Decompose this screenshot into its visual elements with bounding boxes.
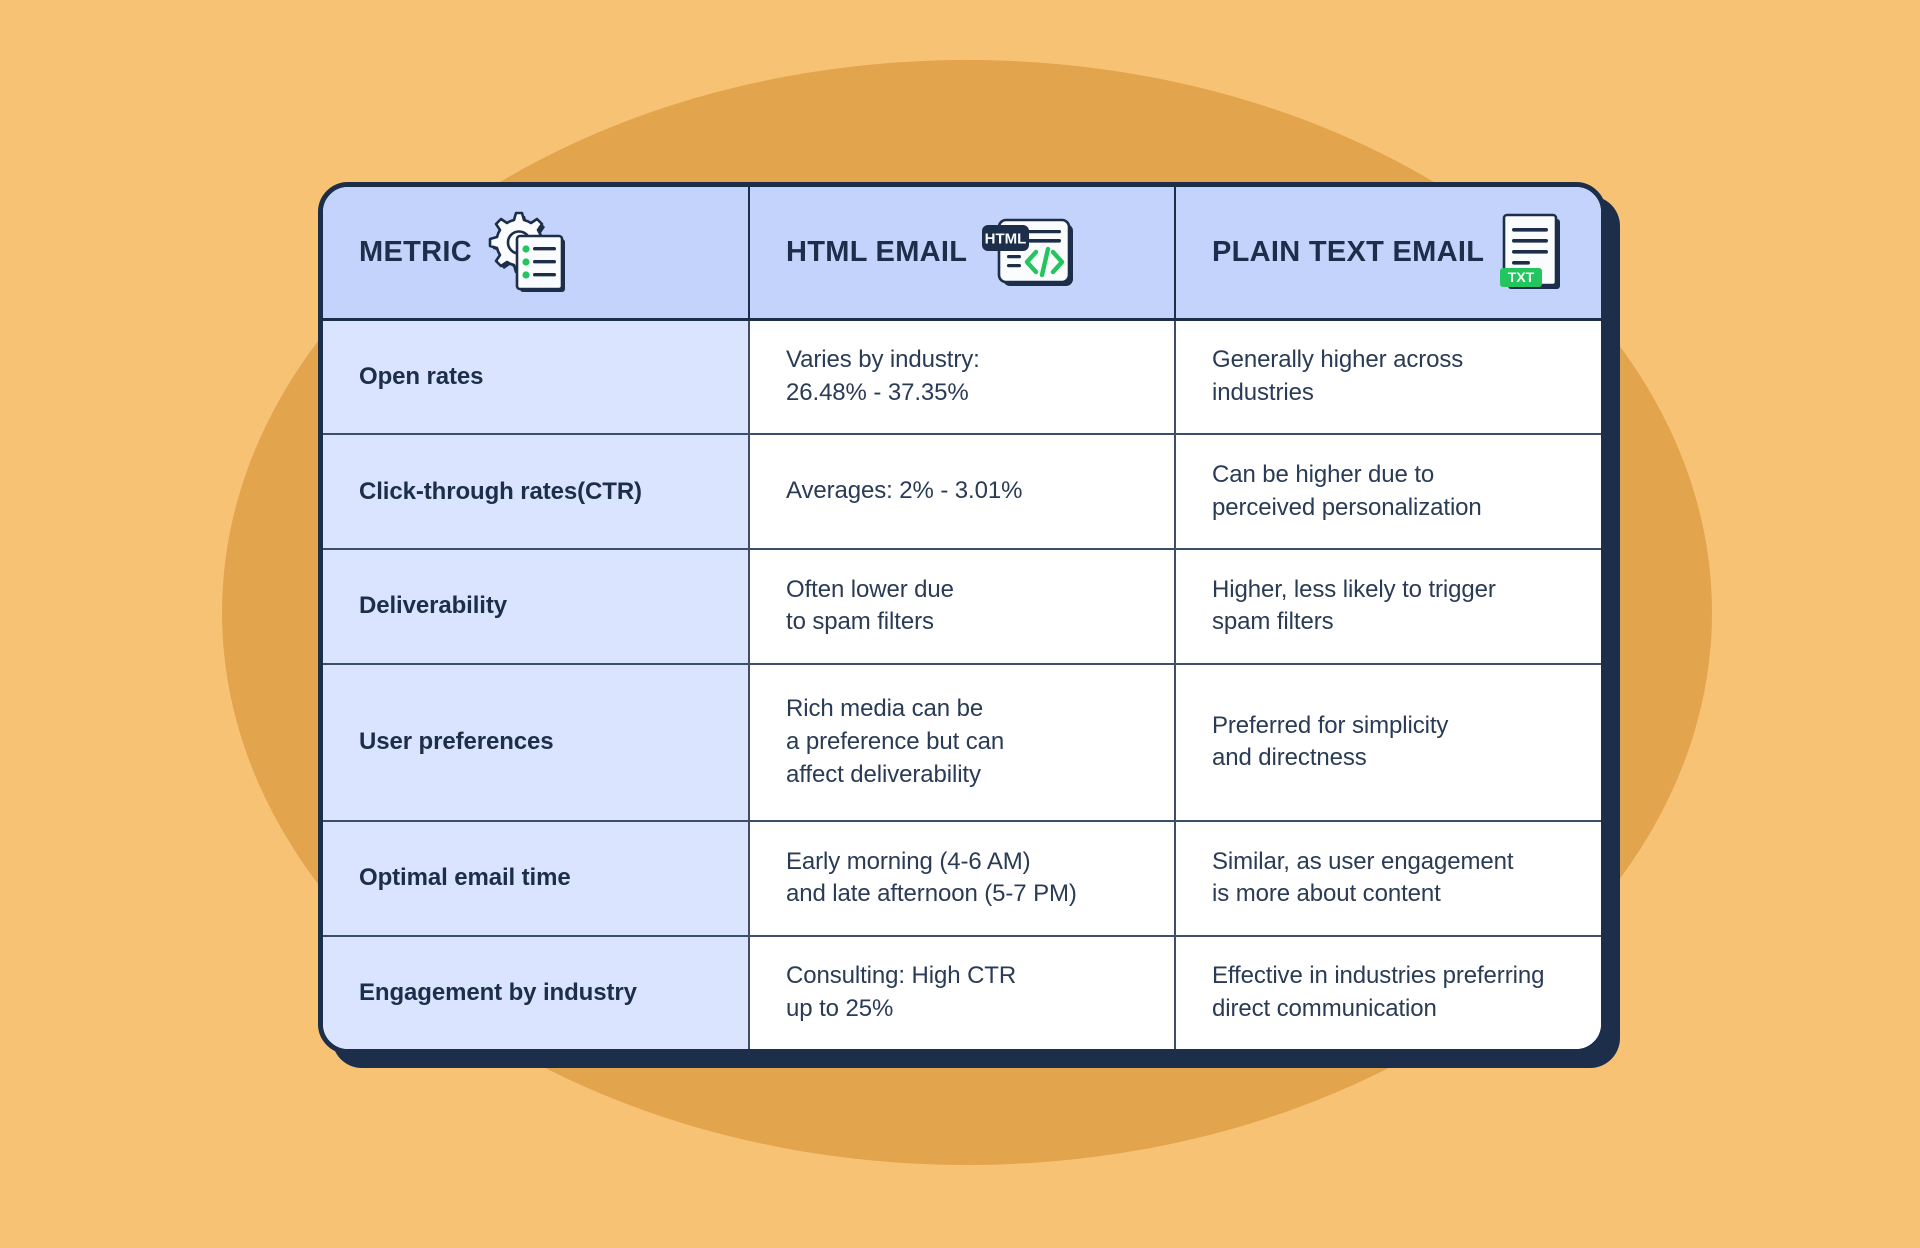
html-email-cell: Consulting: High CTR up to 25% bbox=[749, 935, 1176, 1049]
comparison-table-card-wrapper: METRIC bbox=[318, 182, 1620, 1068]
txt-badge-label: TXT bbox=[1508, 269, 1535, 285]
plain-text-email-cell: Similar, as user engagement is more about… bbox=[1175, 821, 1601, 937]
html-email-cell: Early morning (4-6 AM) and late afternoon… bbox=[749, 821, 1176, 937]
txt-document-icon: TXT bbox=[1498, 211, 1564, 293]
cell-line: Rich media can be bbox=[786, 695, 984, 723]
column-header-plain-text-email-label: PLAIN TEXT EMAIL bbox=[1212, 235, 1485, 268]
html-code-card-icon: HTML bbox=[981, 215, 1076, 289]
cell-line: Early morning (4-6 AM) bbox=[786, 847, 1031, 875]
metric-cell: Engagement by industry bbox=[323, 935, 750, 1049]
column-header-metric: METRIC bbox=[323, 187, 750, 321]
cell-line: Generally higher across bbox=[1212, 346, 1464, 374]
cell-line: Preferred for simplicity bbox=[1212, 711, 1449, 739]
table-row: Click-through rates(CTR) Averages: 2% - 3… bbox=[323, 434, 1601, 550]
table-header: METRIC bbox=[323, 187, 1601, 321]
cell-line: 26.48% - 37.35% bbox=[786, 378, 969, 406]
metric-cell: Deliverability bbox=[323, 548, 750, 665]
cell-line: spam filters bbox=[1212, 608, 1334, 636]
table-row: Open rates Varies by industry: 26.48% - 37… bbox=[323, 319, 1601, 436]
header-row: METRIC bbox=[323, 187, 1601, 321]
cell-line: up to 25% bbox=[786, 994, 894, 1022]
cell-line: and late afternoon (5-7 PM) bbox=[786, 880, 1077, 908]
metric-cell: Optimal email time bbox=[323, 821, 750, 937]
html-email-cell: Rich media can be a preference but can aff… bbox=[749, 663, 1176, 823]
cell-line: affect deliverability bbox=[786, 760, 981, 788]
html-email-cell: Averages: 2% - 3.01% bbox=[749, 434, 1176, 550]
table-row: User preferences Rich media can be a prefe… bbox=[323, 663, 1601, 823]
column-header-html-email-label: HTML EMAIL bbox=[786, 235, 968, 268]
cell-line: direct communication bbox=[1212, 994, 1437, 1022]
column-header-plain-text-email: PLAIN TEXT EMAIL bbox=[1175, 187, 1601, 321]
metric-cell: Open rates bbox=[323, 319, 750, 436]
cell-line: Higher, less likely to trigger bbox=[1212, 575, 1496, 603]
cell-line: Similar, as user engagement bbox=[1212, 847, 1514, 875]
cell-line: is more about content bbox=[1212, 880, 1441, 908]
cell-line: Averages: 2% - 3.01% bbox=[786, 477, 1023, 505]
cell-line: a preference but can bbox=[786, 727, 1005, 755]
plain-text-email-cell: Can be higher due to perceived personaliz… bbox=[1175, 434, 1601, 550]
html-email-cell: Varies by industry: 26.48% - 37.35% bbox=[749, 319, 1176, 436]
column-header-html-email: HTML EMAIL bbox=[749, 187, 1176, 321]
html-email-cell: Often lower due to spam filters bbox=[749, 548, 1176, 665]
comparison-table: METRIC bbox=[323, 187, 1601, 1049]
metric-cell: Click-through rates(CTR) bbox=[323, 434, 750, 550]
cell-line: perceived personalization bbox=[1212, 493, 1482, 521]
cell-line: Effective in industries preferring bbox=[1212, 962, 1545, 990]
cell-line: industries bbox=[1212, 378, 1314, 406]
plain-text-email-cell: Effective in industries preferring direct… bbox=[1175, 935, 1601, 1049]
cell-line: Varies by industry: bbox=[786, 346, 980, 374]
comparison-table-card: METRIC bbox=[318, 182, 1606, 1054]
plain-text-email-cell: Generally higher across industries bbox=[1175, 319, 1601, 436]
cell-line: and directness bbox=[1212, 744, 1367, 772]
html-badge-label: HTML bbox=[985, 231, 1027, 248]
metric-cell: User preferences bbox=[323, 663, 750, 823]
table-body: Open rates Varies by industry: 26.48% - 37… bbox=[323, 319, 1601, 1049]
table-row: Deliverability Often lower due to spam fil… bbox=[323, 548, 1601, 665]
cell-line: Consulting: High CTR bbox=[786, 962, 1017, 990]
gear-checklist-icon bbox=[486, 211, 566, 293]
plain-text-email-cell: Higher, less likely to trigger spam filte… bbox=[1175, 548, 1601, 665]
column-header-metric-label: METRIC bbox=[359, 235, 472, 268]
cell-line: Can be higher due to bbox=[1212, 460, 1435, 488]
plain-text-email-cell: Preferred for simplicity and directness bbox=[1175, 663, 1601, 823]
cell-line: Often lower due bbox=[786, 575, 954, 603]
cell-line: to spam filters bbox=[786, 608, 934, 636]
